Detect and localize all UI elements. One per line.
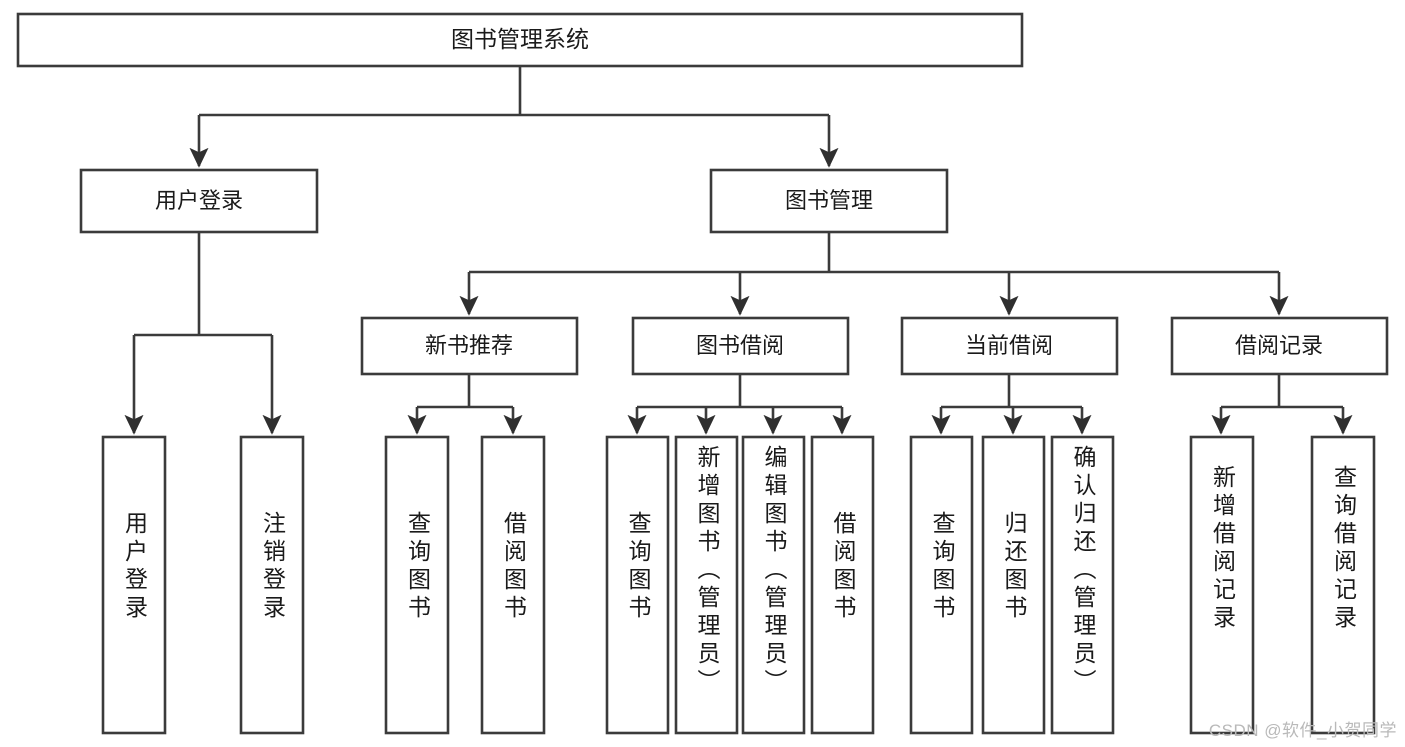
node-borrow-record-box[interactable]: [1170, 316, 1389, 376]
node-current-borrow-label: 当前借阅: [965, 333, 1053, 358]
node-leaf-borrow-book-2-box[interactable]: [810, 435, 875, 735]
node-leaf-user-login-box[interactable]: [101, 435, 167, 735]
leaf-boxes: [101, 435, 1376, 735]
connector-group-root: [189, 66, 839, 168]
node-root-box[interactable]: [16, 12, 1024, 68]
connector-group-book-borrow: [627, 374, 852, 435]
node-leaf-query-book-1-box[interactable]: [384, 435, 450, 735]
node-book-borrow-label: 图书借阅: [696, 333, 784, 358]
node-new-book-recommend[interactable]: 新书推荐: [360, 316, 579, 376]
node-leaf-query-record-box[interactable]: [1310, 435, 1376, 735]
node-borrow-record[interactable]: 借阅记录: [1170, 316, 1389, 376]
node-root[interactable]: 图书管理系统: [16, 12, 1024, 68]
connector-group-current-borrow: [931, 374, 1092, 435]
connector-group-user-login: [124, 232, 282, 435]
node-leaf-edit-book-box[interactable]: [741, 435, 806, 735]
csdn-watermark: CSDN @软件_小贺同学: [1208, 721, 1397, 740]
node-leaf-query-book-3-box[interactable]: [909, 435, 974, 735]
node-book-borrow-box[interactable]: [631, 316, 850, 376]
node-current-borrow-box[interactable]: [900, 316, 1119, 376]
node-borrow-record-label: 借阅记录: [1235, 333, 1323, 358]
node-current-borrow[interactable]: 当前借阅: [900, 316, 1119, 376]
node-leaf-confirm-return-box[interactable]: [1050, 435, 1115, 735]
node-new-book-recommend-box[interactable]: [360, 316, 579, 376]
node-leaf-add-record-box[interactable]: [1189, 435, 1255, 735]
connector-group-borrow-record: [1211, 374, 1353, 435]
connector-group-new-book-recommend: [407, 374, 523, 435]
node-book-manage-box[interactable]: [709, 168, 949, 234]
node-leaf-return-book-box[interactable]: [981, 435, 1046, 735]
connector-group-book-manage: [459, 232, 1289, 316]
node-leaf-logout-box[interactable]: [239, 435, 305, 735]
node-book-manage-label: 图书管理: [785, 188, 873, 213]
node-user-login-label: 用户登录: [155, 188, 243, 213]
node-book-manage[interactable]: 图书管理: [709, 168, 949, 234]
node-new-book-recommend-label: 新书推荐: [425, 333, 513, 358]
node-leaf-query-book-2-box[interactable]: [605, 435, 670, 735]
node-leaf-add-book-box[interactable]: [674, 435, 739, 735]
node-leaf-borrow-book-1-box[interactable]: [480, 435, 546, 735]
node-root-label: 图书管理系统: [451, 26, 589, 52]
node-user-login-box[interactable]: [79, 168, 319, 234]
node-book-borrow[interactable]: 图书借阅: [631, 316, 850, 376]
node-user-login[interactable]: 用户登录: [79, 168, 319, 234]
